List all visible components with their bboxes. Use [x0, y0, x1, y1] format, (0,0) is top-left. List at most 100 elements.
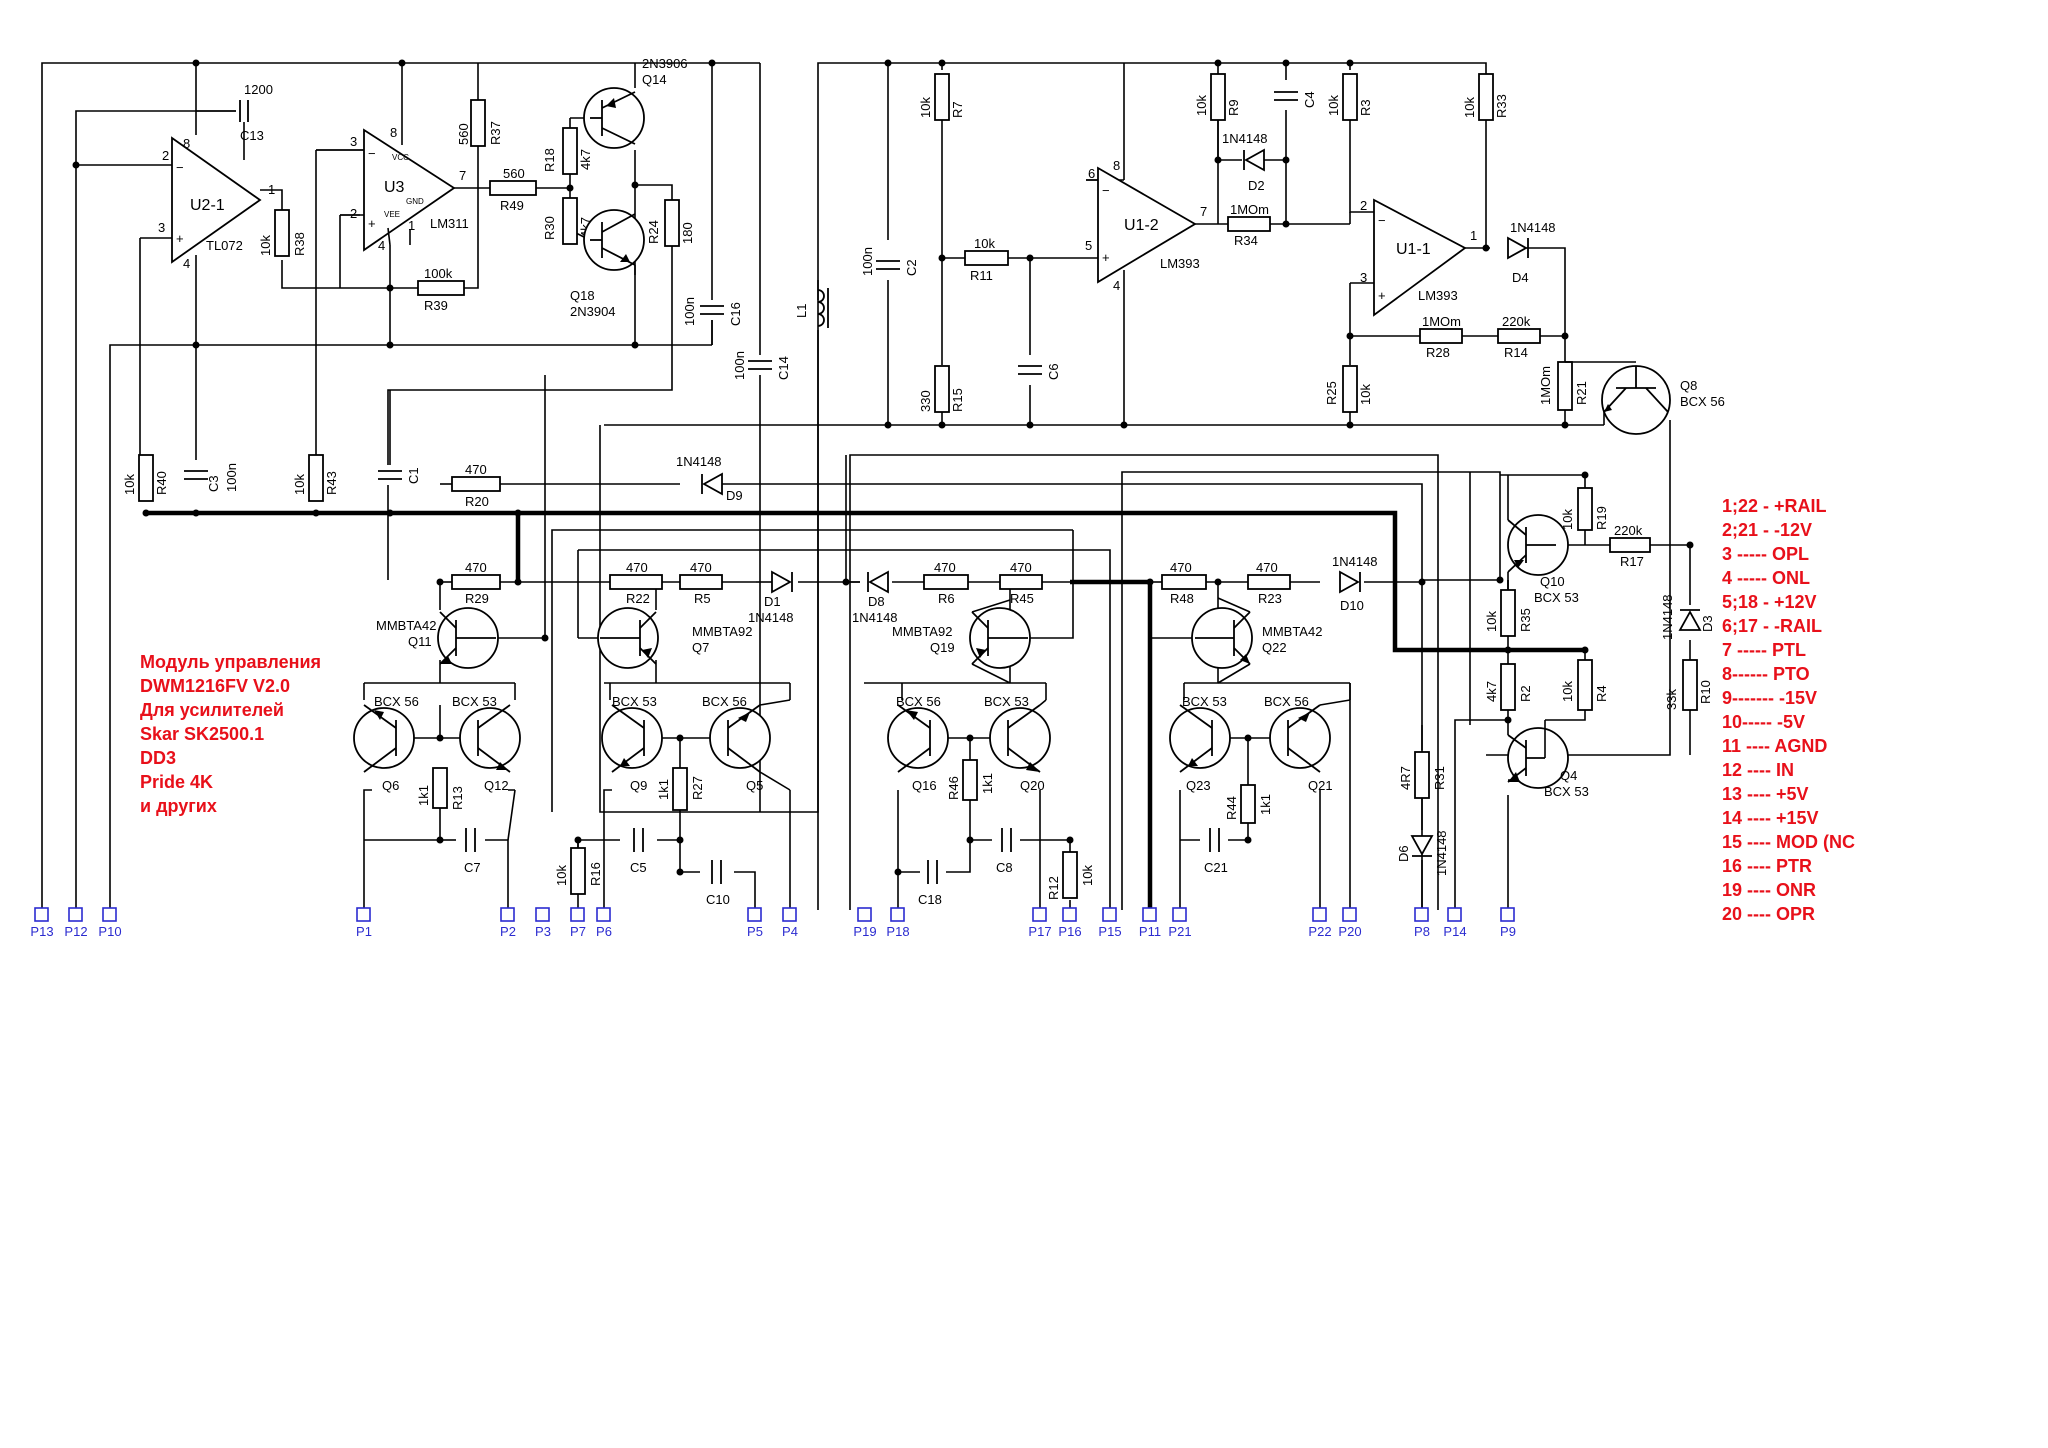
r6: [923, 574, 969, 590]
svg-text:R40: R40: [154, 471, 169, 495]
pin-p16: P16: [1058, 907, 1082, 939]
resistors-horizontal: 560 R49 100k R39 10k R11 1MOm R34 1MOm R…: [417, 166, 1651, 606]
svg-text:10k: 10k: [1462, 97, 1477, 118]
svg-text:MMBTA92: MMBTA92: [692, 624, 752, 639]
svg-text:470: 470: [1170, 560, 1192, 575]
svg-text:10k: 10k: [1560, 509, 1575, 530]
opamp-u2: 2 3 8 1 4 − + U2-1 TL072: [140, 136, 275, 271]
svg-text:+: +: [1378, 288, 1386, 303]
svg-text:R6: R6: [938, 591, 955, 606]
svg-text:33k: 33k: [1664, 689, 1679, 710]
opamp-u3: 3 2 8 7 4 1 − + VCC VEE GND U3 LM311: [316, 125, 469, 253]
svg-text:R18: R18: [542, 148, 557, 172]
u1-2-part: LM393: [1160, 256, 1200, 271]
svg-text:P22: P22: [1308, 924, 1331, 939]
svg-text:C7: C7: [464, 860, 481, 875]
r15: [934, 365, 950, 413]
svg-text:R45: R45: [1010, 591, 1034, 606]
svg-text:470: 470: [690, 560, 712, 575]
title-line-7: и других: [140, 796, 217, 816]
pin-legend-row: 10----- -5V: [1722, 712, 1805, 732]
svg-text:R16: R16: [588, 862, 603, 886]
svg-text:560: 560: [503, 166, 525, 181]
r45: [999, 574, 1043, 590]
svg-text:470: 470: [465, 560, 487, 575]
svg-text:D2: D2: [1248, 178, 1265, 193]
opamp-u1-2: 6 5 8 7 4 − + U1-2 LM393: [1085, 158, 1207, 293]
svg-text:D1: D1: [764, 594, 781, 609]
svg-text:C2: C2: [904, 259, 919, 276]
svg-text:R23: R23: [1258, 591, 1282, 606]
svg-text:P19: P19: [853, 924, 876, 939]
svg-text:BCX 56: BCX 56: [1680, 394, 1725, 409]
svg-text:Q22: Q22: [1262, 640, 1287, 655]
svg-text:10k: 10k: [1326, 95, 1341, 116]
svg-text:4k7: 4k7: [1484, 681, 1499, 702]
svg-text:R34: R34: [1234, 233, 1258, 248]
pin-p10: P10: [98, 907, 122, 939]
svg-text:C13: C13: [240, 128, 264, 143]
svg-text:P3: P3: [535, 924, 551, 939]
svg-text:2: 2: [162, 148, 169, 163]
svg-text:+: +: [1102, 250, 1110, 265]
r31: [1414, 751, 1430, 799]
r35: [1500, 589, 1516, 637]
svg-text:C3: C3: [206, 475, 221, 492]
connector-pins: P13 P12 P10 P1 P2 P3 P7 P6 P5 P4 P19 P18…: [30, 907, 1516, 939]
svg-text:MMBTA42: MMBTA42: [376, 618, 436, 633]
r5: [679, 574, 723, 590]
svg-text:4R7: 4R7: [1398, 766, 1413, 790]
svg-text:1MOm: 1MOm: [1230, 202, 1269, 217]
svg-text:P8: P8: [1414, 924, 1430, 939]
svg-text:P9: P9: [1500, 924, 1516, 939]
pin-p5: P5: [747, 907, 763, 939]
svg-text:P7: P7: [570, 924, 586, 939]
svg-text:R31: R31: [1432, 766, 1447, 790]
r18: [562, 127, 578, 175]
r24: [664, 199, 680, 247]
svg-text:3: 3: [158, 220, 165, 235]
svg-text:BCX 53: BCX 53: [612, 694, 657, 709]
svg-text:Q16: Q16: [912, 778, 937, 793]
svg-text:−: −: [1378, 213, 1386, 228]
svg-text:180: 180: [680, 222, 695, 244]
svg-text:R20: R20: [465, 494, 489, 509]
pin-legend-row: 2;21 - -12V: [1722, 520, 1812, 540]
svg-text:470: 470: [626, 560, 648, 575]
svg-text:10k: 10k: [1194, 95, 1209, 116]
u1-2-ref: U1-2: [1124, 217, 1159, 234]
svg-text:BCX 53: BCX 53: [1534, 590, 1579, 605]
r16: [570, 847, 586, 895]
pin-legend-row: 9------- -15V: [1722, 688, 1817, 708]
svg-text:1N4148: 1N4148: [676, 454, 722, 469]
svg-text:P10: P10: [98, 924, 121, 939]
pin-p7: P7: [570, 907, 586, 939]
title-line-3: Для усилителей: [140, 700, 284, 720]
svg-text:10k: 10k: [292, 474, 307, 495]
svg-text:BCX 56: BCX 56: [374, 694, 419, 709]
svg-text:R35: R35: [1518, 608, 1533, 632]
svg-text:4: 4: [378, 238, 385, 253]
svg-text:R12: R12: [1046, 876, 1061, 900]
svg-text:470: 470: [934, 560, 956, 575]
u1-1-part: LM393: [1418, 288, 1458, 303]
r29: [451, 574, 501, 590]
svg-text:330: 330: [918, 390, 933, 412]
pin-p19: P19: [853, 907, 877, 939]
svg-text:10k: 10k: [1080, 865, 1095, 886]
junctions: [72, 59, 1694, 876]
svg-text:1: 1: [1470, 228, 1477, 243]
svg-text:8: 8: [1113, 158, 1120, 173]
svg-text:R38: R38: [292, 232, 307, 256]
svg-text:1: 1: [408, 218, 415, 233]
transistors: 2N3906 Q14 Q18 2N3904 Q8 BCX 56 MMBTA42 …: [353, 56, 1725, 799]
svg-text:R15: R15: [950, 388, 965, 412]
svg-text:R14: R14: [1504, 345, 1528, 360]
svg-text:2N3904: 2N3904: [570, 304, 616, 319]
svg-text:P15: P15: [1098, 924, 1121, 939]
svg-text:C10: C10: [706, 892, 730, 907]
svg-text:8: 8: [183, 136, 190, 151]
r34: [1227, 216, 1271, 232]
r43: [308, 454, 324, 502]
svg-text:−: −: [176, 160, 184, 175]
